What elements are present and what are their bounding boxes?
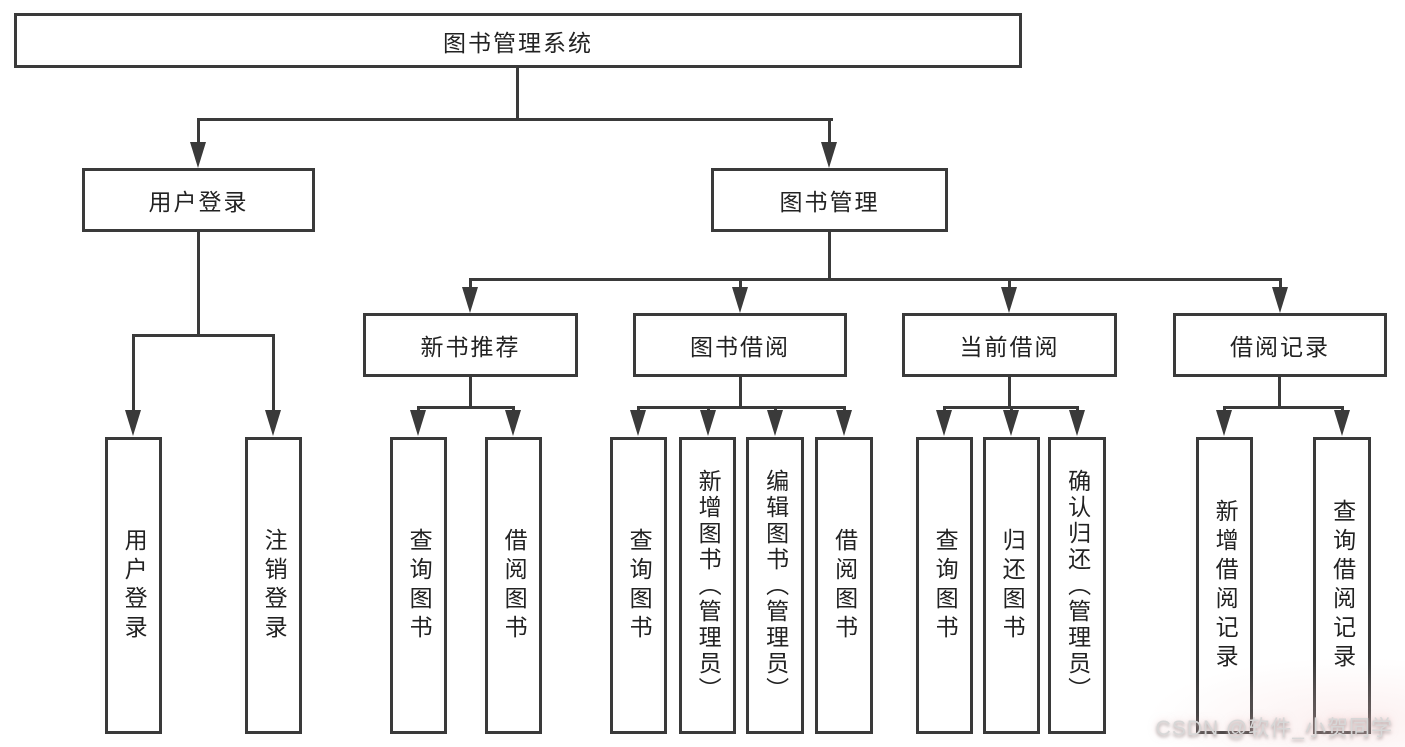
connector-line xyxy=(739,377,742,408)
leaf-query-borrow-record: 查询借阅记录 xyxy=(1313,437,1371,734)
leaf-add-book-admin-label: 新增图书（管理员） xyxy=(695,468,722,703)
leaf-edit-book-admin-label: 编辑图书（管理员） xyxy=(762,468,789,703)
connector-line xyxy=(197,118,200,148)
connector-line xyxy=(469,377,472,408)
connector-line xyxy=(1278,377,1281,408)
arrow-down-icon xyxy=(462,287,478,313)
leaf-logout-label: 注销登录 xyxy=(261,527,288,644)
node-user-login: 用户登录 xyxy=(82,168,315,232)
connector-line xyxy=(469,278,1281,281)
leaf-query-book-label: 查询图书 xyxy=(932,527,959,644)
arrow-down-icon xyxy=(1003,410,1019,436)
connector-line xyxy=(828,118,831,148)
connector-line xyxy=(417,406,515,409)
arrow-down-icon xyxy=(505,410,521,436)
leaf-borrow-book-label: 借阅图书 xyxy=(831,527,858,644)
arrow-down-icon xyxy=(1069,410,1085,436)
arrow-down-icon xyxy=(936,410,952,436)
leaf-query-borrow-record-label: 查询借阅记录 xyxy=(1329,498,1356,673)
arrow-down-icon xyxy=(190,142,206,168)
connector-line xyxy=(272,334,275,412)
arrow-down-icon xyxy=(732,287,748,313)
leaf-query-book-label: 查询图书 xyxy=(626,527,653,644)
leaf-borrow-book: 借阅图书 xyxy=(485,437,542,734)
connector-line xyxy=(132,334,135,412)
node-user-login-label: 用户登录 xyxy=(148,189,249,215)
connector-line xyxy=(516,68,519,120)
node-book-borrow-label: 图书借阅 xyxy=(690,334,790,360)
connector-line xyxy=(469,278,472,290)
arrow-down-icon xyxy=(821,142,837,168)
connector-line xyxy=(739,278,742,290)
connector-line xyxy=(197,118,833,121)
leaf-user-login-label: 用户登录 xyxy=(121,527,148,644)
leaf-query-book: 查询图书 xyxy=(390,437,447,734)
node-book-management-label: 图书管理 xyxy=(779,189,880,215)
connector-line xyxy=(197,232,200,336)
leaf-add-borrow-record-label: 新增借阅记录 xyxy=(1212,498,1239,673)
node-root-label: 图书管理系统 xyxy=(443,29,593,56)
node-new-book-recommend-label: 新书推荐 xyxy=(420,334,521,360)
arrow-down-icon xyxy=(1272,287,1288,313)
leaf-add-book-admin: 新增图书（管理员） xyxy=(679,437,736,734)
node-current-borrow: 当前借阅 xyxy=(902,313,1117,377)
connector-line xyxy=(1008,377,1011,408)
watermark: CSDN @软件_小贺同学 xyxy=(1155,717,1393,740)
leaf-borrow-book: 借阅图书 xyxy=(815,437,873,734)
arrow-down-icon xyxy=(410,410,426,436)
connector-line xyxy=(828,232,831,280)
leaf-query-book: 查询图书 xyxy=(916,437,973,734)
connector-line xyxy=(1279,278,1282,290)
node-root: 图书管理系统 xyxy=(14,13,1022,68)
arrow-down-icon xyxy=(630,410,646,436)
arrow-down-icon xyxy=(1001,287,1017,313)
connector-line xyxy=(1223,406,1343,409)
leaf-user-login: 用户登录 xyxy=(105,437,162,734)
leaf-query-book: 查询图书 xyxy=(610,437,667,734)
node-current-borrow-label: 当前借阅 xyxy=(959,334,1060,360)
leaf-borrow-book-label: 借阅图书 xyxy=(501,527,528,644)
leaf-confirm-return-admin-label: 确认归还（管理员） xyxy=(1064,468,1091,703)
node-book-borrow: 图书借阅 xyxy=(633,313,847,377)
connector-line xyxy=(1008,278,1011,290)
arrow-down-icon xyxy=(1334,410,1350,436)
connector-line xyxy=(132,334,275,337)
leaf-confirm-return-admin: 确认归还（管理员） xyxy=(1048,437,1106,734)
leaf-add-borrow-record: 新增借阅记录 xyxy=(1196,437,1253,734)
node-borrow-record: 借阅记录 xyxy=(1173,313,1387,377)
arrow-down-icon xyxy=(836,410,852,436)
arrow-down-icon xyxy=(1216,410,1232,436)
node-borrow-record-label: 借阅记录 xyxy=(1230,334,1330,360)
arrow-down-icon xyxy=(700,410,716,436)
leaf-query-book-label: 查询图书 xyxy=(406,527,433,644)
leaf-return-book: 归还图书 xyxy=(983,437,1040,734)
connector-line xyxy=(637,406,845,409)
arrow-down-icon xyxy=(125,410,141,436)
arrow-down-icon xyxy=(767,410,783,436)
node-new-book-recommend: 新书推荐 xyxy=(363,313,578,377)
node-book-management: 图书管理 xyxy=(711,168,948,232)
leaf-return-book-label: 归还图书 xyxy=(999,527,1026,644)
leaf-logout: 注销登录 xyxy=(245,437,302,734)
arrow-down-icon xyxy=(265,410,281,436)
leaf-edit-book-admin: 编辑图书（管理员） xyxy=(746,437,804,734)
